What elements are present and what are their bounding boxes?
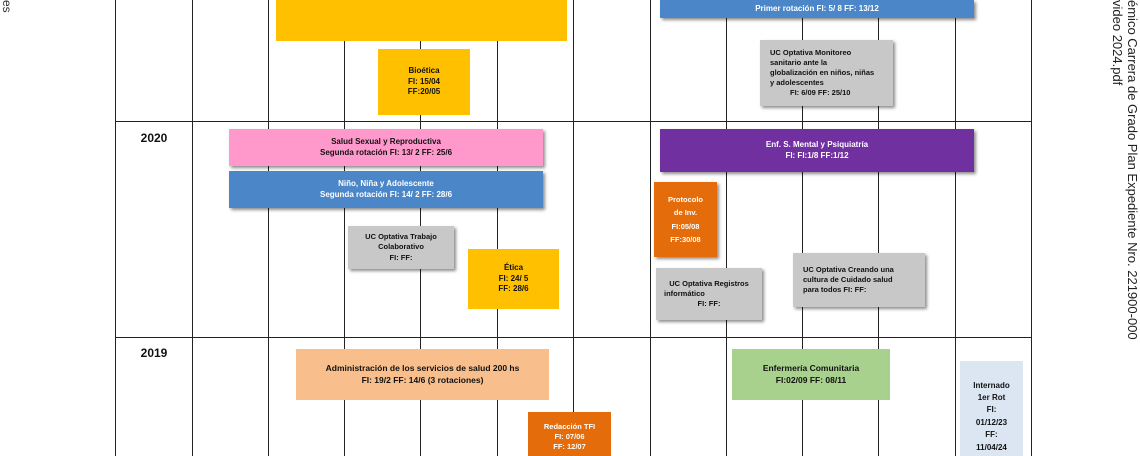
salud-sexual-title: Salud Sexual y Reproductiva (331, 136, 441, 146)
internado-line-1: Internado (973, 380, 1010, 390)
monitoreo-line-5: FI: 6/09 FF: 25/10 (790, 88, 851, 98)
redaccion-line-2: FI: 07/06 (554, 432, 585, 442)
bioetica-title: Bioética (408, 65, 440, 75)
side-text-line-2: video 2024.pdf (1110, 0, 1125, 86)
comunitaria-sub: FI:02/09 FF: 08/11 (775, 374, 847, 385)
administracion-block: Administración de los servicios de salud… (296, 349, 549, 400)
grid-col-line (344, 0, 345, 456)
year-label-2020: 2020 (140, 131, 168, 145)
cuidado-block: UC Optativa Creando una cultura de Cuida… (793, 253, 925, 307)
salud-sexual-block: Salud Sexual y Reproductiva Segunda rota… (229, 129, 543, 166)
grid-col-line (115, 0, 116, 456)
grid-col-line (650, 0, 651, 456)
salud-mental-title: Enf. S. Mental y Psiquiatría (765, 139, 869, 149)
comunitaria-title: Enfermería Comunitaria (762, 363, 860, 374)
protocolo-line-3: FI:05/08 (671, 221, 700, 231)
internado-line-5: FF: (985, 430, 998, 440)
left-margin-fragment: es (0, 0, 14, 13)
administracion-sub: FI: 19/2 FF: 14/6 (3 rotaciones) (361, 374, 484, 385)
bioetica-fi: FI: 15/04 (407, 76, 440, 86)
registros-line-1: UC Optativa Registros (669, 278, 749, 288)
grid-col-line (802, 0, 803, 456)
side-filename-text: émico Carrera de Grado Plan Expediente N… (1097, 0, 1140, 456)
gold-course-block (276, 0, 567, 41)
salud-mental-sub: FI: FI:1/8 FF:1/12 (785, 150, 849, 160)
monitoreo-block: UC Optativa Monitoreo sanitario ante la … (760, 40, 893, 106)
primer-rotacion-text: Primer rotación FI: 5/ 8 FF: 13/12 (755, 3, 879, 13)
grid-col-line (268, 0, 269, 456)
nino-sub: Segunda rotación FI: 14/ 2 FF: 28/6 (319, 189, 453, 199)
internado-line-4: 01/12/23 (975, 417, 1008, 427)
internado-line-3: FI: (986, 405, 997, 415)
monitoreo-line-2: sanitario ante la (770, 57, 828, 67)
administracion-title: Administración de los servicios de salud… (325, 363, 520, 374)
cuidado-line-3: para todos FI: FF: (803, 285, 867, 295)
redaccion-line-3: FF: 12/07 (553, 442, 586, 452)
grid-col-line (726, 0, 727, 456)
monitoreo-line-3: globalización en niños, niñas (770, 67, 875, 77)
trabajo-colab-line-1: UC Optativa Trabajo (365, 232, 437, 242)
registros-line-3: FI: FF: (697, 299, 721, 309)
trabajo-colaborativo-block: UC Optativa Trabajo Colaborativo FI: FF: (348, 226, 454, 269)
bioetica-ff: FF:20/05 (407, 87, 441, 97)
etica-ff: FF: 28/6 (498, 284, 529, 294)
etica-block: Ética FI: 24/ 5 FF: 28/6 (468, 249, 559, 309)
cuidado-line-1: UC Optativa Creando una (803, 264, 894, 274)
grid-col-line (1031, 0, 1032, 456)
registros-block: UC Optativa Registros informático FI: FF… (656, 268, 762, 320)
grid-col-line (955, 0, 956, 456)
bioetica-block: Bioética FI: 15/04 FF:20/05 (378, 49, 470, 115)
salud-mental-block: Enf. S. Mental y Psiquiatría FI: FI:1/8 … (660, 129, 974, 172)
internado-line-6: 11/04/24 (976, 442, 1007, 452)
cuidado-line-2: cultura de Cuidado salud (803, 274, 893, 284)
grid-col-line (878, 0, 879, 456)
etica-title: Ética (503, 262, 524, 272)
comunitaria-block: Enfermería Comunitaria FI:02/09 FF: 08/1… (732, 349, 890, 400)
grid-col-line (497, 0, 498, 456)
monitoreo-line-4: y adolescentes (770, 78, 824, 88)
internado-block: Internado 1er Rot FI: 01/12/23 FF: 11/04… (960, 361, 1023, 456)
salud-sexual-sub: Segunda rotación FI: 13/ 2 FF: 25/6 (319, 147, 453, 157)
grid-col-line (573, 0, 574, 456)
registros-line-2: informático (664, 288, 705, 298)
protocolo-line-4: FF:30/08 (670, 234, 701, 244)
internado-line-2: 1er Rot (977, 393, 1006, 403)
nino-title: Niño, Niña y Adolescente (338, 178, 434, 188)
etica-fi: FI: 24/ 5 (498, 273, 529, 283)
trabajo-colab-line-2: Colaborativo (378, 242, 424, 252)
protocolo-block: Protocolo de Inv. FI:05/08 FF:30/08 (654, 182, 717, 257)
year-label-2019: 2019 (140, 346, 168, 360)
protocolo-line-2: de Inv. (673, 208, 698, 218)
nino-adolescente-block: Niño, Niña y Adolescente Segunda rotació… (229, 171, 543, 208)
monitoreo-line-1: UC Optativa Monitoreo (770, 47, 852, 57)
primer-rotacion-block: Primer rotación FI: 5/ 8 FF: 13/12 (660, 0, 974, 18)
redaccion-tfi-block: Redacción TFI FI: 07/06 FF: 12/07 (528, 412, 611, 456)
trabajo-colab-line-3: FI: FF: (389, 252, 413, 262)
grid-col-line (192, 0, 193, 456)
redaccion-line-1: Redacción TFI (543, 422, 596, 431)
protocolo-line-1: Protocolo (668, 195, 703, 205)
side-text-line-1: émico Carrera de Grado Plan Expediente N… (1125, 0, 1140, 340)
